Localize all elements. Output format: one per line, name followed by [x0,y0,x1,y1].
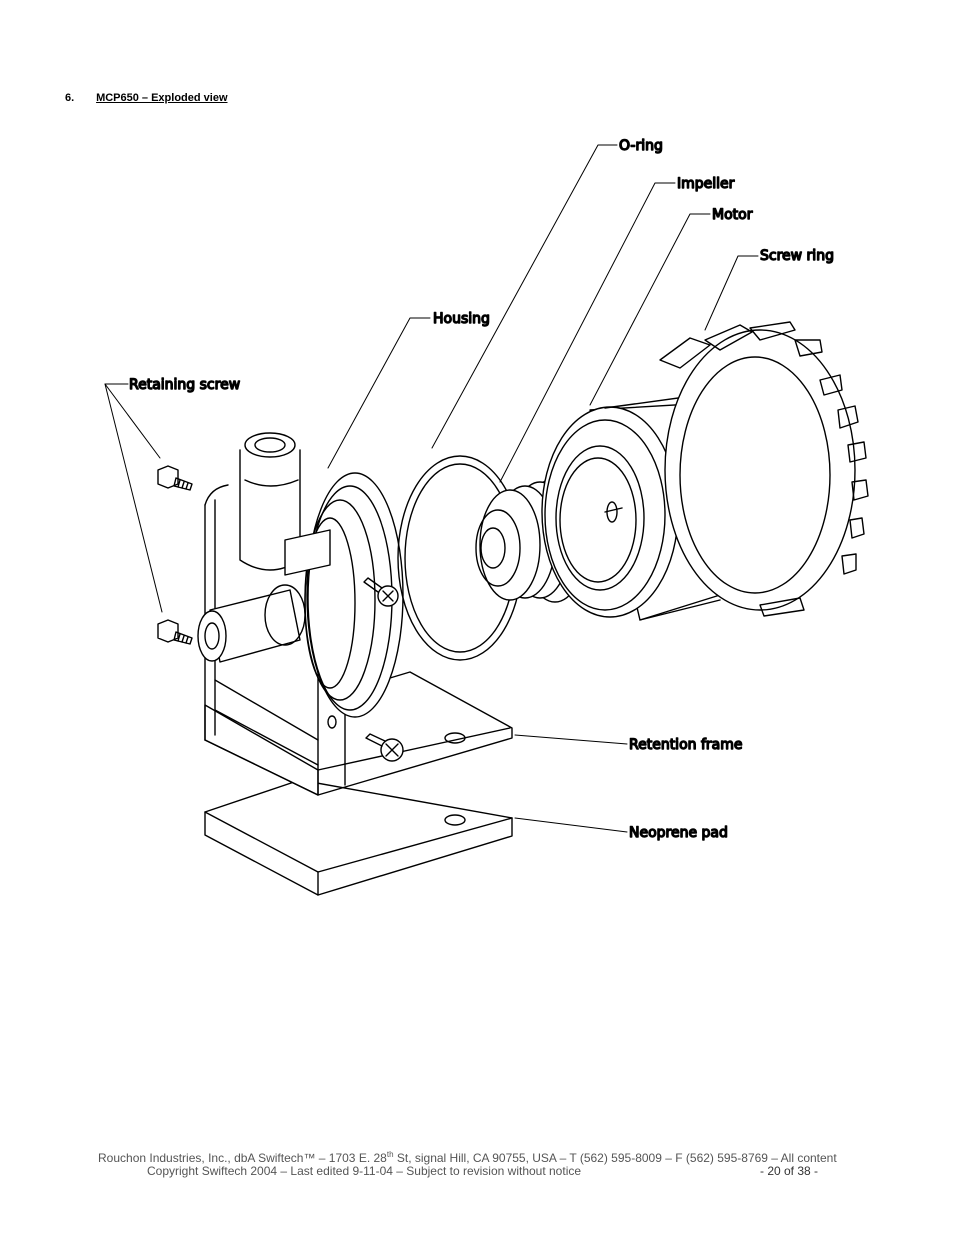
footer-copyright: Copyright Swiftech 2004 – Last edited 9-… [147,1164,582,1178]
housing-part [197,432,404,718]
section-title: MCP650 – Exploded view [96,92,228,104]
footer-address: Rouchon Industries, Inc., dbA Swiftech™ … [98,1150,954,1165]
neoprene-pad-part [204,779,513,896]
section-heading: 6. MCP650 – Exploded view [65,92,228,104]
callout-leaders [104,144,759,833]
label-retaining-screw: Retaining screw [129,377,240,393]
retaining-screw-parts [157,465,404,762]
label-retention-frame: Retention frame [629,737,742,753]
label-housing: Housing [433,311,490,327]
retention-frame-part [204,484,513,796]
label-screw-ring: Screw ring [760,248,834,264]
screw-ring-part [659,321,869,617]
footer-address-part1: Rouchon Industries, Inc., dbA Swiftech™ … [98,1151,387,1165]
footer-address-part2: St, signal Hill, CA 90755, USA – T (562)… [393,1151,837,1165]
page-number: - 20 of 38 - [760,1164,819,1178]
section-number: 6. [65,92,75,104]
label-impeller: Impeller [677,176,735,192]
label-o-ring: O-ring [619,138,663,154]
footer-address-sup: th [386,1150,394,1159]
label-neoprene-pad: Neoprene pad [629,825,728,841]
label-motor: Motor [712,207,753,223]
